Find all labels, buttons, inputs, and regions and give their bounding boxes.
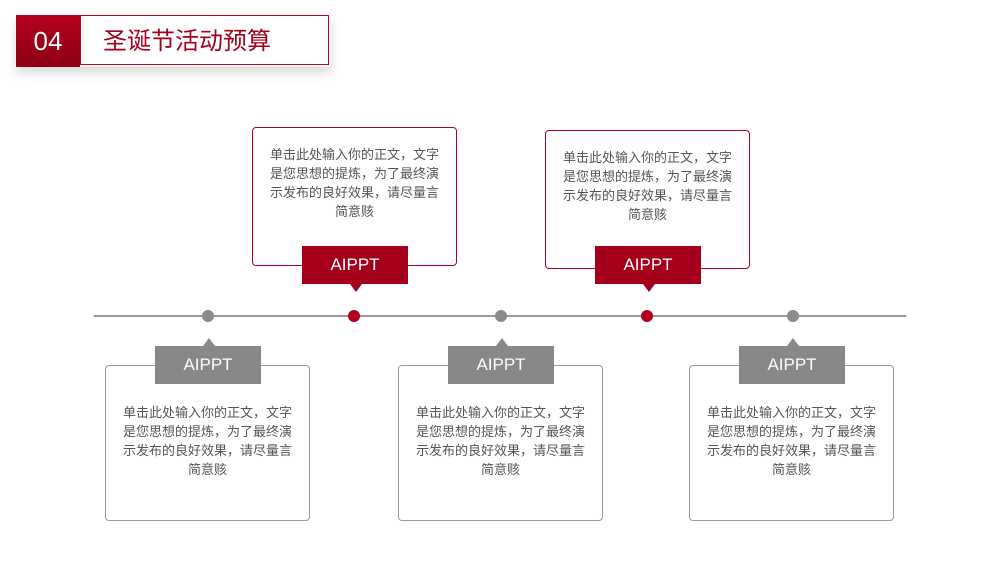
timeline-dot-1 (202, 310, 214, 322)
card-5-text: 单击此处输入你的正文，文字是您思想的提炼，为了最终演示发布的良好效果，请尽量言简… (706, 406, 876, 478)
card-1-text: 单击此处输入你的正文，文字是您思想的提炼，为了最终演示发布的良好效果，请尽量言简… (122, 406, 292, 478)
card-3-text: 单击此处输入你的正文，文字是您思想的提炼，为了最终演示发布的良好效果，请尽量言简… (415, 406, 585, 478)
section-title: 圣诞节活动预算 (80, 15, 329, 65)
timeline-dot-3 (495, 310, 507, 322)
card-2-text: 单击此处输入你的正文，文字是您思想的提炼，为了最终演示发布的良好效果，请尽量言简… (269, 148, 439, 220)
timeline-card-4: 单击此处输入你的正文，文字是您思想的提炼，为了最终演示发布的良好效果，请尽量言简… (545, 130, 750, 269)
timeline-dot-2 (348, 310, 360, 322)
timeline-card-1: 单击此处输入你的正文，文字是您思想的提炼，为了最终演示发布的良好效果，请尽量言简… (105, 365, 310, 521)
card-3-label: AIPPT (448, 338, 554, 384)
timeline-card-5: 单击此处输入你的正文，文字是您思想的提炼，为了最终演示发布的良好效果，请尽量言简… (689, 365, 894, 521)
section-number: 04 (16, 15, 80, 67)
card-4-text: 单击此处输入你的正文，文字是您思想的提炼，为了最终演示发布的良好效果，请尽量言简… (562, 151, 732, 223)
section-header: 04 圣诞节活动预算 (16, 15, 331, 67)
card-4-label: AIPPT (595, 246, 701, 292)
card-2-label: AIPPT (302, 246, 408, 292)
timeline-dot-4 (641, 310, 653, 322)
card-5-label: AIPPT (739, 338, 845, 384)
timeline-card-2: 单击此处输入你的正文，文字是您思想的提炼，为了最终演示发布的良好效果，请尽量言简… (252, 127, 457, 266)
card-1-label: AIPPT (155, 338, 261, 384)
timeline-card-3: 单击此处输入你的正文，文字是您思想的提炼，为了最终演示发布的良好效果，请尽量言简… (398, 365, 603, 521)
timeline-dot-5 (787, 310, 799, 322)
